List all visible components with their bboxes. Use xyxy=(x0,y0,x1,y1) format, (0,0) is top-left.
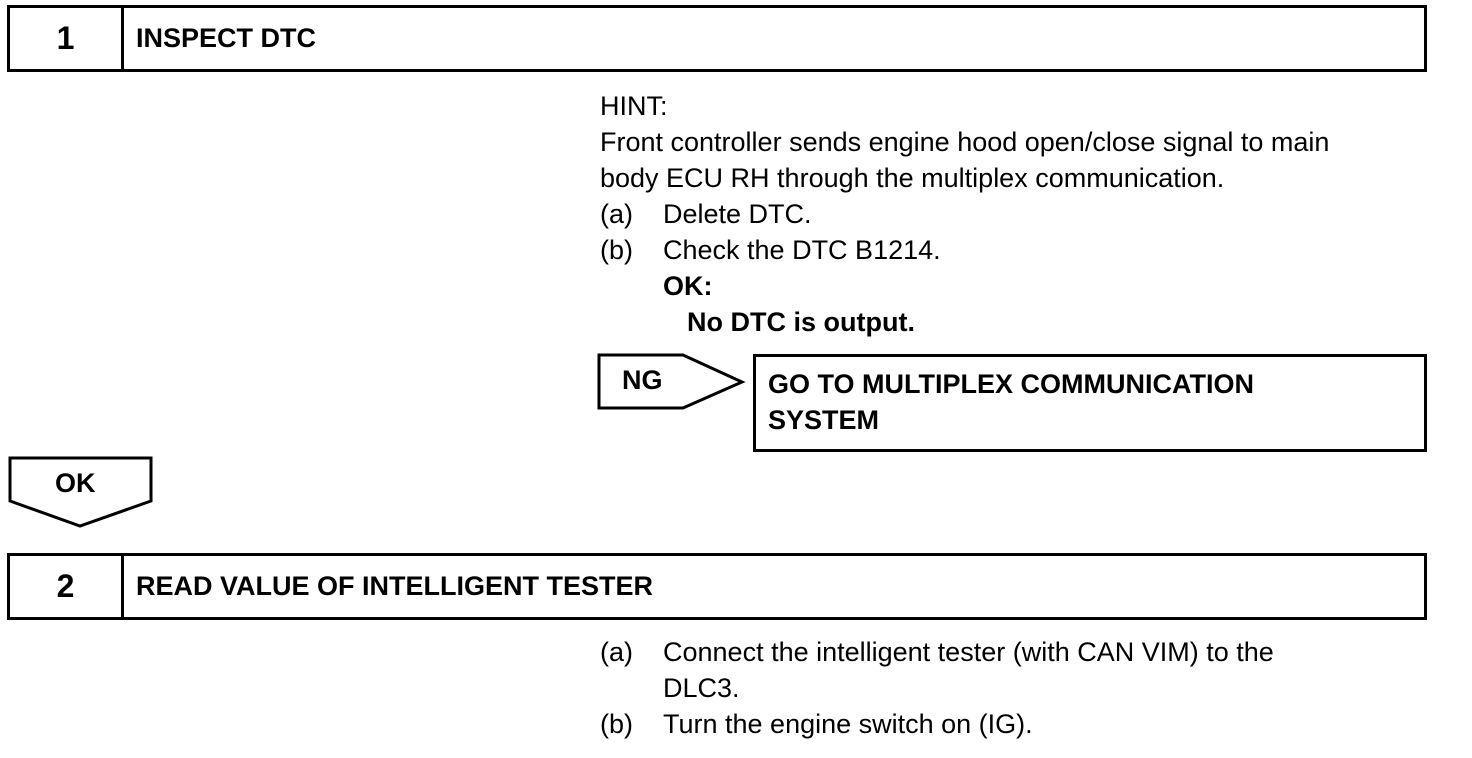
step-2-item-a-line-2: DLC3. xyxy=(663,673,740,703)
ok-label: OK xyxy=(55,468,96,498)
step-2-item-a-label: (a) xyxy=(600,637,633,667)
step-2-item-a-line-1: Connect the intelligent tester (with CAN… xyxy=(663,637,1274,667)
step-1-body: HINT: Front controller sends engine hood… xyxy=(600,88,1329,340)
goto-line-1: GO TO MULTIPLEX COMMUNICATION xyxy=(768,369,1254,399)
goto-multiplex-box[interactable]: GO TO MULTIPLEX COMMUNICATION SYSTEM xyxy=(753,354,1427,452)
step-2-item-a: (a) Connect the intelligent tester (with… xyxy=(600,634,1274,670)
step-1-header: 1 INSPECT DTC xyxy=(7,5,1427,72)
goto-line-2: SYSTEM xyxy=(768,405,880,435)
step-2-item-b: (b) Turn the engine switch on (IG). xyxy=(600,706,1274,742)
ok-condition-result: No DTC is output. xyxy=(687,307,915,337)
ok-arrow-icon xyxy=(8,456,153,528)
step-1-item-b: (b) Check the DTC B1214. xyxy=(600,232,1329,268)
item-a-label: (a) xyxy=(600,199,633,229)
step-2-item-b-label: (b) xyxy=(600,709,633,739)
step-2-title: READ VALUE OF INTELLIGENT TESTER xyxy=(136,571,654,601)
step-1-title: INSPECT DTC xyxy=(136,23,317,53)
step-2-body: (a) Connect the intelligent tester (with… xyxy=(600,634,1274,742)
step-2-item-b-text: Turn the engine switch on (IG). xyxy=(663,709,1033,739)
ok-condition-label: OK: xyxy=(663,271,713,301)
hint-line-2: body ECU RH through the multiplex commun… xyxy=(600,163,1225,193)
hint-line-1: Front controller sends engine hood open/… xyxy=(600,127,1330,157)
ng-label: NG xyxy=(622,365,663,395)
step-2-number: 2 xyxy=(10,556,124,617)
ng-arrow-icon xyxy=(597,353,746,410)
hint-label: HINT: xyxy=(600,91,668,121)
step-1-number: 1 xyxy=(10,8,124,69)
item-b-text: Check the DTC B1214. xyxy=(663,235,941,265)
item-b-label: (b) xyxy=(600,235,633,265)
step-2-header: 2 READ VALUE OF INTELLIGENT TESTER xyxy=(7,553,1427,620)
step-1-item-a: (a) Delete DTC. xyxy=(600,196,1329,232)
item-a-text: Delete DTC. xyxy=(663,199,812,229)
